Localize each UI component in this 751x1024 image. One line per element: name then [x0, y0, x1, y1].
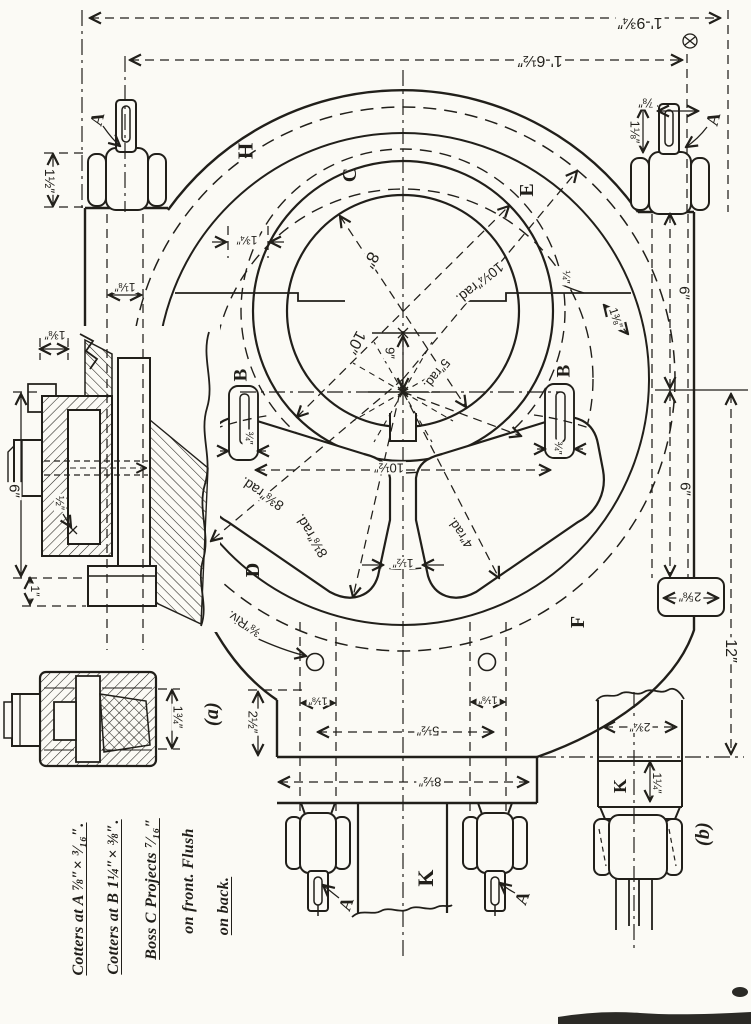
main-web	[351, 803, 453, 918]
scan-artifact	[558, 987, 751, 1024]
bolt-bottom-right	[462, 802, 528, 916]
left-section-view	[7, 326, 220, 632]
rivet-holes	[305, 652, 497, 672]
detail-a-section	[3, 670, 158, 768]
register-mark	[682, 33, 698, 49]
frame-profile	[83, 89, 725, 805]
detail-b-stud	[593, 687, 685, 930]
